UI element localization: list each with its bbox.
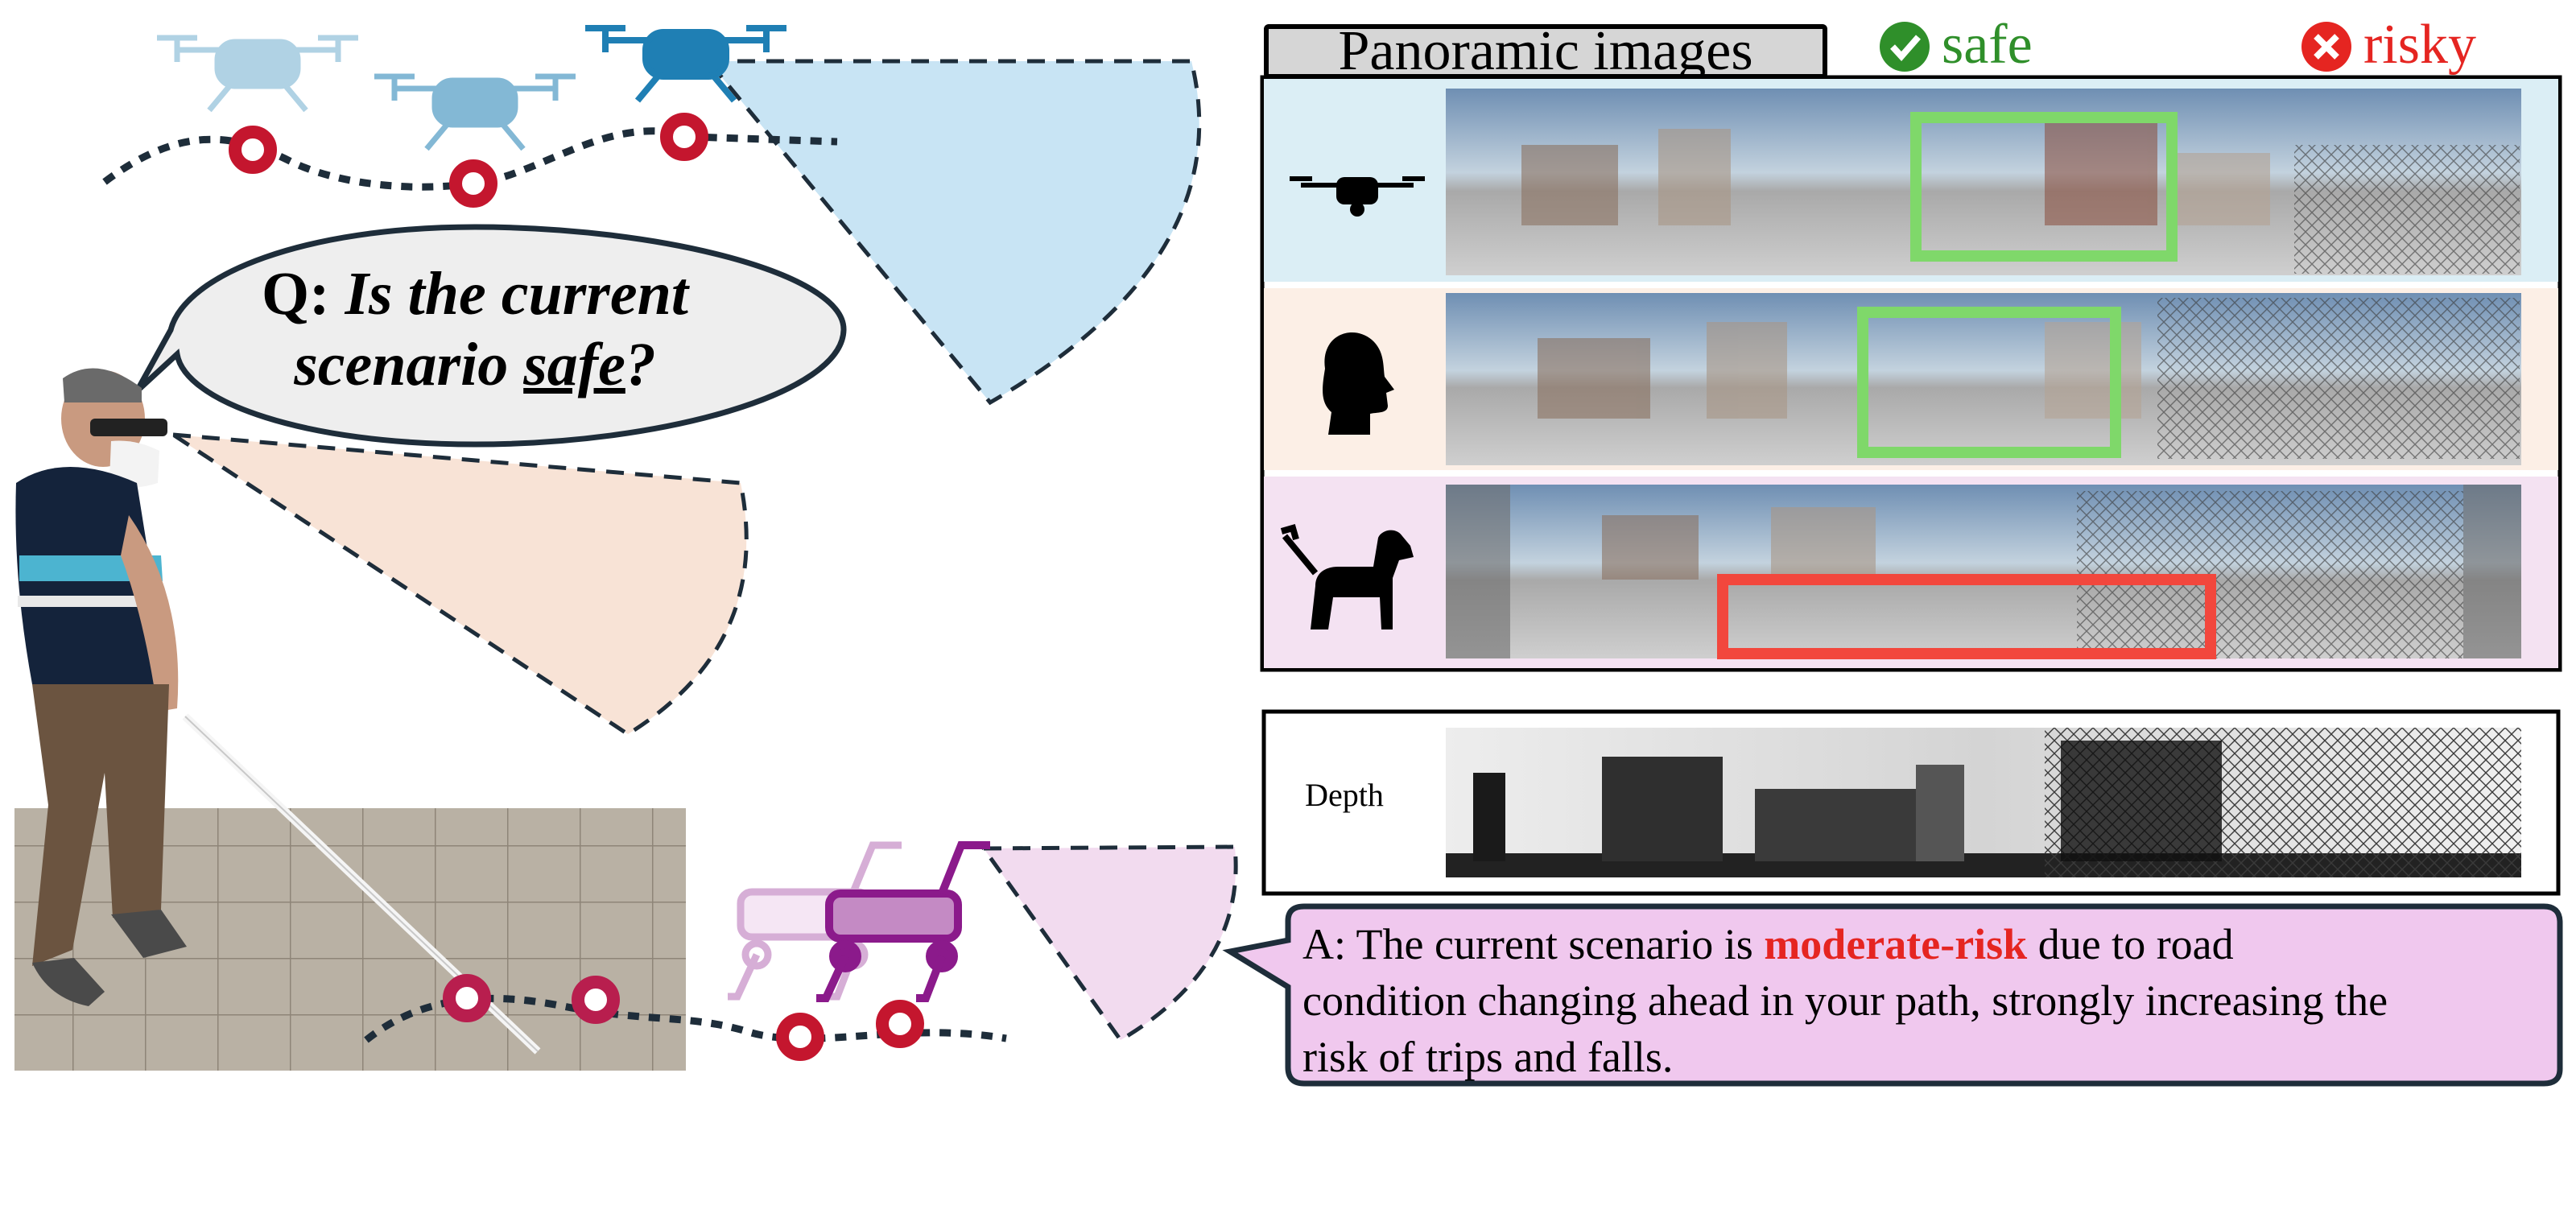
waypoint <box>449 980 485 1016</box>
legend-risky-label: risky <box>2363 13 2476 77</box>
legend-risky: risky <box>2363 13 2476 77</box>
legend-safe: safe <box>1942 13 2033 77</box>
question-line-1: Q: Is the current <box>262 258 688 329</box>
question-line-2: scenario safe? <box>294 329 656 400</box>
question-underlined-word: safe <box>523 331 625 398</box>
check-circle-icon <box>1880 22 1930 72</box>
answer-line-3: risk of trips and falls. <box>1302 1033 1673 1081</box>
human-fov-cone <box>173 435 746 734</box>
waypoint <box>235 132 270 167</box>
waypoint <box>667 119 702 155</box>
waypoint <box>578 982 613 1017</box>
answer-risk-level: moderate-risk <box>1764 920 2027 968</box>
answer-line-1-rest: due to road <box>2027 920 2233 968</box>
waypoint <box>882 1006 918 1042</box>
waypoint <box>456 166 491 201</box>
answer-line-2: condition changing ahead in your path, s… <box>1302 976 2388 1025</box>
question-line-2-pre: scenario <box>294 331 523 398</box>
waypoint <box>782 1019 818 1055</box>
question-line-1-text: Is the current <box>345 260 688 328</box>
x-circle-icon <box>2301 22 2351 72</box>
question-text: Q: Is the current scenario safe? <box>193 229 757 430</box>
answer-text: A: The current scenario is moderate-risk… <box>1302 916 2542 1085</box>
question-prefix: Q: <box>262 260 329 328</box>
robot-waypoints <box>782 1006 918 1055</box>
panoramic-images-title: Panoramic images <box>1264 24 1827 79</box>
legend-safe-label: safe <box>1942 13 2033 77</box>
drone-icon-faded-2 <box>374 76 576 149</box>
question-line-2-post: ? <box>625 331 656 398</box>
answer-prefix: A: The current scenario is <box>1302 920 1764 968</box>
depth-label: Depth <box>1296 776 1393 814</box>
robot-fov-cone <box>984 847 1236 1040</box>
drone-icon-faded-1 <box>157 38 358 110</box>
